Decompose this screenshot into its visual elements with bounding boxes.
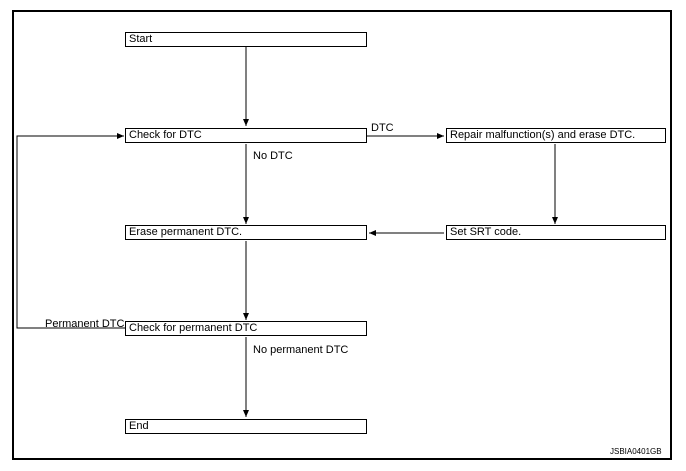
figure-code: JSBIA0401GB (610, 447, 662, 456)
node-erase-permanent: Erase permanent DTC. (125, 225, 367, 240)
edge-label-no-permanent-dtc: No permanent DTC (253, 344, 349, 356)
diagram-frame (12, 10, 672, 460)
edge-label-no-dtc: No DTC (253, 150, 293, 162)
edge-label-dtc: DTC (371, 122, 394, 134)
node-check-permanent: Check for permanent DTC (125, 321, 367, 336)
node-end: End (125, 419, 367, 434)
node-set-srt: Set SRT code. (446, 225, 666, 240)
edge-label-permanent-dtc: Permanent DTC (45, 318, 125, 330)
arrow-permanent-loop-back (16, 133, 125, 329)
node-repair: Repair malfunction(s) and erase DTC. (446, 128, 666, 143)
node-start: Start (125, 32, 367, 47)
node-check-dtc: Check for DTC (125, 128, 367, 143)
